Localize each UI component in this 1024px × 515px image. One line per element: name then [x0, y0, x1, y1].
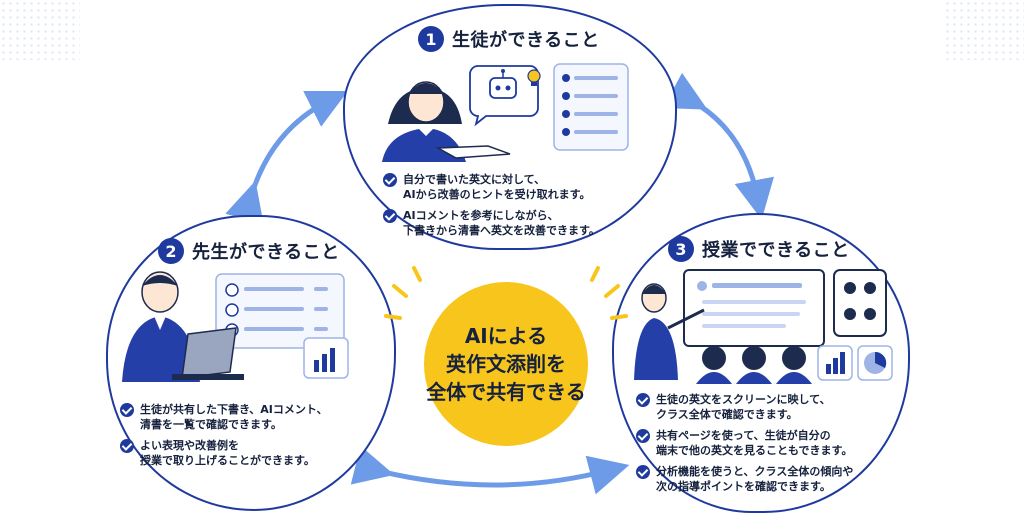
bullet-item: AIコメントを参考にしながら、 下書きから清書へ英文を改善できます。 [383, 208, 663, 238]
center-message: AIによる 英作文添削を 全体で共有できる [424, 282, 588, 446]
tablet-icon [833, 269, 887, 337]
students-audience-icon [696, 346, 812, 384]
bar-chart-icon [817, 345, 853, 381]
student-writing-icon [382, 81, 511, 162]
check-icon [120, 439, 134, 453]
screen-display-icon [683, 269, 825, 347]
check-icon [636, 393, 650, 407]
arrow-bottom [350, 445, 630, 495]
teacher-laptop-icon [122, 271, 244, 382]
arrow-top-right [662, 72, 775, 220]
bullet-text: よい表現や改善例を 授業で取り上げることができます。 [140, 439, 315, 467]
arrow-top-left [225, 91, 348, 225]
bullet-item: 分析機能を使うと、クラス全体の傾向や 次の指導ポイントを確認できます。 [636, 464, 906, 494]
student-illustration [382, 63, 629, 162]
bullet-text: 生徒が共有した下書き、AIコメント、 清書を一覧で確認できます。 [140, 403, 328, 431]
center-text: AIによる 英作文添削を 全体で共有できる [426, 324, 586, 404]
pie-chart-icon [857, 345, 893, 381]
section-teacher-bullets: 生徒が共有した下書き、AIコメント、 清書を一覧で確認できます。 よい表現や改善… [120, 402, 390, 474]
teacher-illustration [122, 271, 349, 382]
checklist-card-icon [553, 63, 629, 151]
bullet-item: よい表現や改善例を 授業で取り上げることができます。 [120, 438, 390, 468]
dot-pattern-right [944, 0, 1024, 60]
bar-chart-icon [303, 337, 349, 379]
check-icon [120, 403, 134, 417]
student-list-panel-icon [215, 273, 345, 349]
bullet-text: 分析機能を使うと、クラス全体の傾向や 次の指導ポイントを確認できます。 [656, 465, 854, 493]
section-number: 2 [158, 238, 184, 264]
check-icon [636, 465, 650, 479]
section-student-header: 1 生徒ができること [418, 26, 600, 52]
lightbulb-icon [527, 69, 541, 86]
section-number: 3 [668, 236, 694, 262]
presenting-teacher-icon [634, 283, 705, 380]
bullet-text: 生徒の英文をスクリーンに映して、 クラス全体で確認できます。 [656, 393, 831, 421]
check-icon [636, 429, 650, 443]
bullet-item: 共有ページを使って、生徒が自分の 端末で他の英文を見ることもできます。 [636, 428, 906, 458]
dot-pattern-left [0, 0, 80, 60]
section-teacher-header: 2 先生ができること [158, 238, 340, 264]
bullet-item: 生徒の英文をスクリーンに映して、 クラス全体で確認できます。 [636, 392, 906, 422]
section-class-bullets: 生徒の英文をスクリーンに映して、 クラス全体で確認できます。 共有ページを使って… [636, 392, 906, 500]
section-title: 授業でできること [702, 240, 850, 261]
check-icon [383, 173, 397, 187]
section-title: 先生ができること [192, 242, 340, 263]
section-student-bullets: 自分で書いた英文に対して、 AIから改善のヒントを受け取れます。 AIコメントを… [383, 172, 663, 244]
section-number: 1 [418, 26, 444, 52]
bullet-text: 共有ページを使って、生徒が自分の 端末で他の英文を見ることもできます。 [656, 429, 853, 457]
bullet-item: 自分で書いた英文に対して、 AIから改善のヒントを受け取れます。 [383, 172, 663, 202]
check-icon [383, 209, 397, 223]
section-class-header: 3 授業でできること [668, 236, 850, 262]
section-title: 生徒ができること [452, 30, 600, 51]
bullet-item: 生徒が共有した下書き、AIコメント、 清書を一覧で確認できます。 [120, 402, 390, 432]
bullet-text: AIコメントを参考にしながら、 下書きから清書へ英文を改善できます。 [403, 209, 600, 237]
classroom-illustration [634, 269, 893, 384]
bullet-text: 自分で書いた英文に対して、 AIから改善のヒントを受け取れます。 [403, 173, 591, 201]
